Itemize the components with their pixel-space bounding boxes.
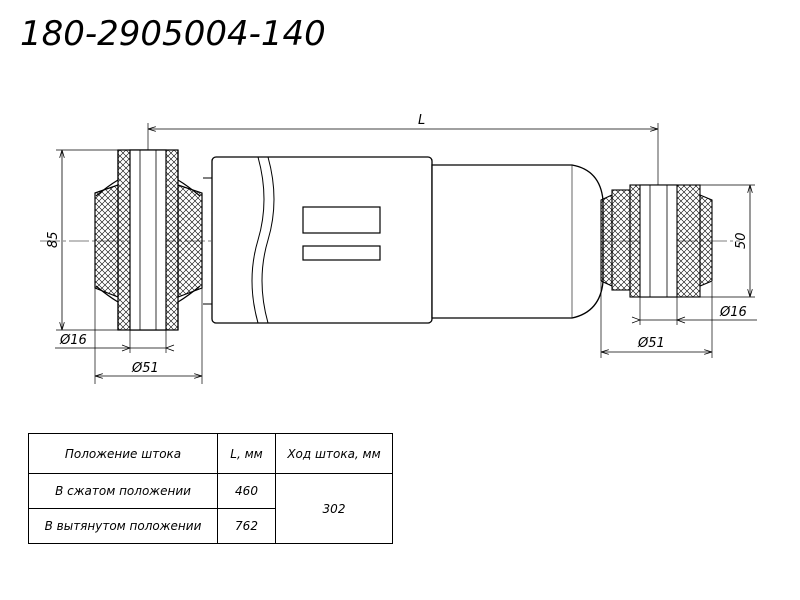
drawing-title: 180-2905004-140: [20, 14, 326, 54]
row-position: В сжатом положении: [28, 473, 218, 509]
table-header-row: Положение штока L, мм Ход штока, мм: [28, 433, 393, 474]
dimension-left-height: 85: [46, 149, 118, 331]
dimension-left-outer-dia: Ø51: [94, 288, 203, 384]
right-eye: [600, 184, 713, 298]
row-position: В вытянутом положении: [28, 508, 218, 544]
spec-table: Положение штока L, мм Ход штока, мм В сж…: [28, 433, 393, 544]
dimension-left-outer-label: Ø51: [131, 361, 159, 376]
dimension-right-outer-label: Ø51: [637, 336, 665, 351]
header-length: L, мм: [217, 433, 276, 474]
dimension-right-height: 50: [700, 184, 755, 298]
left-eye: [94, 149, 203, 331]
row-length: 460: [217, 473, 276, 509]
table-row: В сжатом положении 460 302: [28, 473, 393, 544]
dimension-left-inner-dia: Ø16: [55, 330, 175, 353]
dimension-length-label: L: [418, 113, 425, 128]
header-position: Положение штока: [28, 433, 218, 474]
dimension-left-inner-label: Ø16: [59, 333, 87, 348]
cylinder-body: [203, 156, 604, 324]
dimension-left-height-label: 85: [46, 231, 61, 248]
dimension-right-inner-dia: Ø16: [631, 297, 757, 325]
table-row: В вытянутом положении 762: [28, 508, 393, 544]
dimension-right-outer-dia: Ø51: [600, 282, 713, 358]
header-stroke: Ход штока, мм: [275, 433, 393, 474]
dimension-right-inner-label: Ø16: [719, 305, 747, 320]
dimension-right-height-label: 50: [734, 232, 749, 249]
dimension-length: L: [147, 113, 659, 185]
row-length: 762: [217, 508, 276, 544]
stroke-value: 302: [275, 473, 393, 544]
